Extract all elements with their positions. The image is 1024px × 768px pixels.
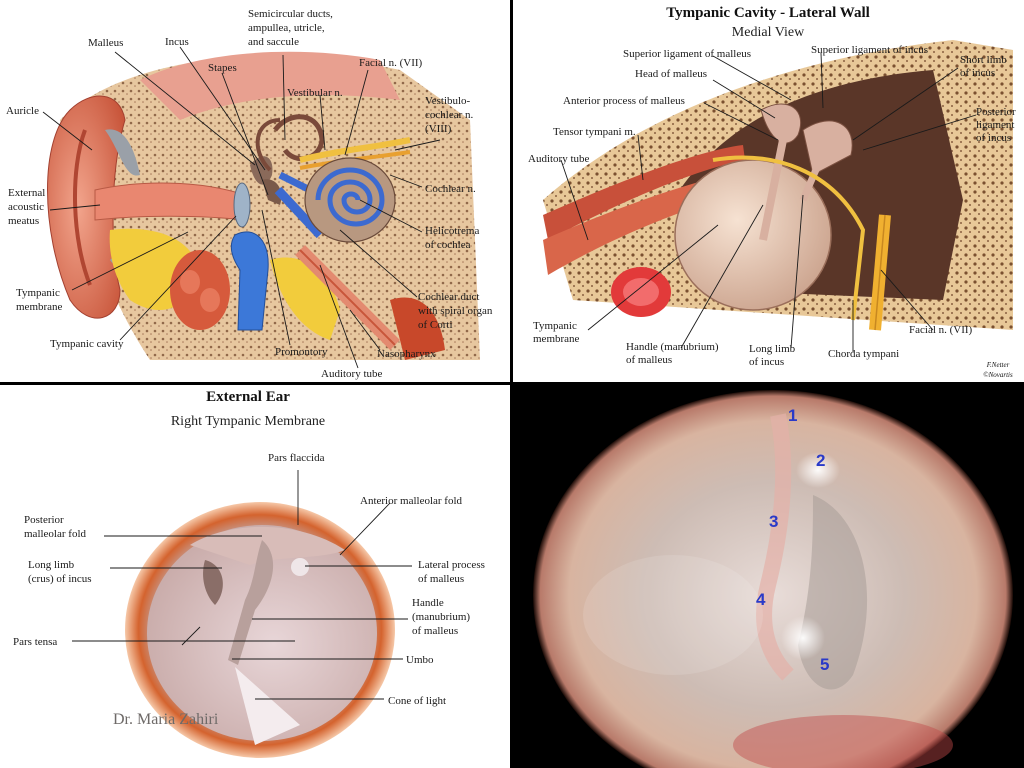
label-handle-2: Handle (manubrium)of malleus (626, 341, 719, 366)
label-malleus: Malleus (88, 37, 123, 49)
watermark-author: Dr. Maria Zahiri (113, 711, 219, 728)
label-tensor: Tensor tympani m. (553, 126, 636, 138)
label-cochlear-nerve: Cochlear n. (425, 183, 476, 195)
marker-4: 4 (756, 590, 766, 609)
label-incus: Incus (165, 36, 189, 48)
label-facial-2: Facial n. (VII) (909, 324, 973, 336)
label-pars-flaccida: Pars flaccida (268, 452, 325, 464)
otoscopic-photo-panel: 1 2 3 4 5 (513, 385, 1024, 768)
label-anterior-malleolar-fold: Anterior malleolar fold (360, 495, 463, 507)
label-vestibular-nerve: Vestibular n. (287, 87, 343, 99)
ear-anatomy-illustration: Semicircular ducts,ampullea, utricle,and… (6, 8, 493, 380)
label-umbo: Umbo (406, 654, 434, 666)
label-auricle: Auricle (6, 105, 39, 117)
label-cone-of-light: Cone of light (388, 695, 446, 707)
label-vestibulocochlear: Vestibulo-cochlear n.(VIII) (425, 95, 473, 135)
label-auditory-tube-2: Auditory tube (528, 153, 590, 165)
label-auditory-tube: Auditory tube (321, 368, 383, 380)
label-handle-3: Handle(manubrium)of malleus (412, 597, 470, 637)
marker-1: 1 (788, 406, 797, 425)
label-sup-lig-incus: Superior ligament of incus (811, 44, 928, 56)
panel2-title: Tympanic Cavity - Lateral Wall (666, 5, 870, 21)
label-nasopharynx: Nasopharynx (377, 348, 436, 360)
panel3-title: External Ear (206, 389, 290, 405)
label-tympanic-cavity: Tympanic cavity (50, 338, 124, 350)
label-pars-tensa: Pars tensa (13, 636, 57, 648)
marker-3: 3 (769, 512, 778, 531)
marker-5: 5 (820, 655, 829, 674)
label-head-malleus: Head of malleus (635, 68, 707, 80)
tympanic-membrane-panel: External Ear Right Tympanic Membrane Par… (0, 385, 510, 768)
label-ant-process: Anterior process of malleus (563, 95, 685, 107)
label-stapes: Stapes (208, 62, 237, 74)
label-promontory: Promontory (275, 346, 328, 358)
tympanic-cavity-panel: Tympanic Cavity - Lateral Wall Medial Vi… (513, 0, 1024, 382)
ear-anatomy-panel: Semicircular ducts,ampullea, utricle,and… (0, 0, 510, 382)
panel2-subtitle: Medial View (732, 25, 805, 40)
label-chorda-tympani: Chorda tympani (828, 348, 899, 360)
panel3-subtitle: Right Tympanic Membrane (171, 414, 325, 429)
otoscopic-view: 1 2 3 4 5 (533, 390, 1013, 768)
marker-2: 2 (816, 451, 825, 470)
tympanic-cavity-illustration: Tympanic Cavity - Lateral Wall Medial Vi… (528, 5, 1016, 379)
tympanic-membrane-illustration: External Ear Right Tympanic Membrane Par… (13, 389, 485, 758)
netter-signature: F.Netter (986, 361, 1010, 369)
netter-copyright: ©Novartis (983, 371, 1013, 379)
label-sup-lig-malleus: Superior ligament of malleus (623, 48, 751, 60)
label-semicircular: Semicircular ducts,ampullea, utricle,and… (248, 8, 333, 48)
label-long-limb-3: Long limb(crus) of incus (28, 559, 92, 585)
label-facial-nerve: Facial n. (VII) (359, 57, 423, 69)
